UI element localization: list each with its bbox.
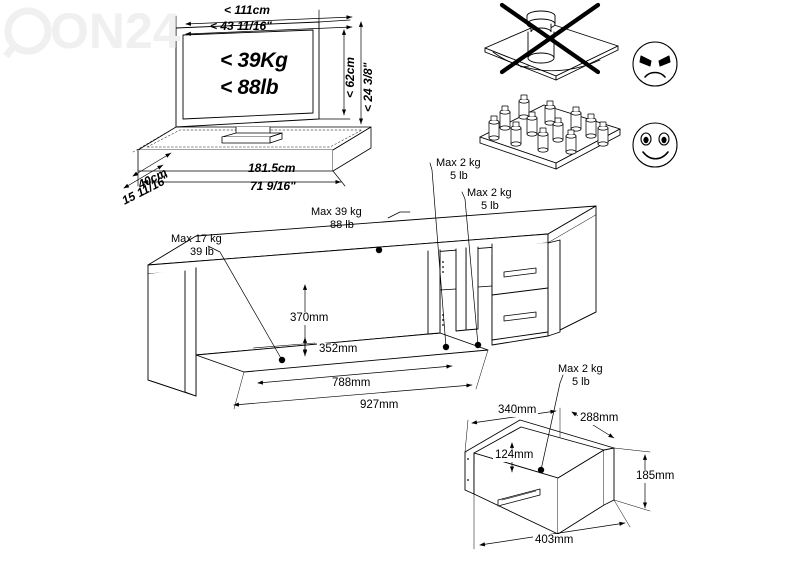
watermark-text: ON24 [50,3,181,59]
dim-drawer-inner-height: 124mm [493,449,536,462]
dim-shelf-clear-height: 352mm [317,343,360,356]
load-label-narrow-shelf-lower-kg: Max 2 kg [467,187,512,199]
dim-shelf-opening-height: 370mm [288,312,331,325]
drawer-load-label-kg: Max 2 kg [558,363,603,375]
dim-shelf-outer-width: 927mm [358,399,401,412]
dim-drawer-front-width: 403mm [533,534,576,547]
dim-drawer-front-height: 185mm [634,470,677,483]
dim-drawer-inner-depth: 288mm [578,412,621,425]
tv-max-height-cm: < 62cm [343,56,357,98]
load-label-narrow-shelf-upper-kg: Max 2 kg [436,157,481,169]
load-label-open-shelf-kg: Max 17 kg [171,233,222,245]
load-label-narrow-shelf-upper-lb: 5 lb [450,170,468,182]
platform-length-cm: 181.5cm [248,161,296,175]
on24-watermark: ON24 [3,3,181,59]
dim-shelf-inner-width: 788mm [330,377,373,390]
dim-drawer-inner-width: 340mm [496,404,539,417]
tv-max-weight-kg: < 39Kg [220,49,288,72]
load-label-narrow-shelf-lower-lb: 5 lb [481,200,499,212]
tv-max-weight-lb: < 88lb [220,76,279,99]
load-label-open-shelf-lb: 39 lb [190,246,214,258]
load-label-top-surface-lb: 88 lb [330,219,354,231]
platform-length-in: 71 9/16" [250,179,296,193]
tv-max-height-in: < 24 3/8" [361,62,375,112]
drawer-load-label-lb: 5 lb [572,376,590,388]
tv-max-width-cm: < 111cm [224,3,270,17]
tv-max-width-in: < 43 11/16" [210,19,272,33]
load-label-top-surface-kg: Max 39 kg [311,206,362,218]
